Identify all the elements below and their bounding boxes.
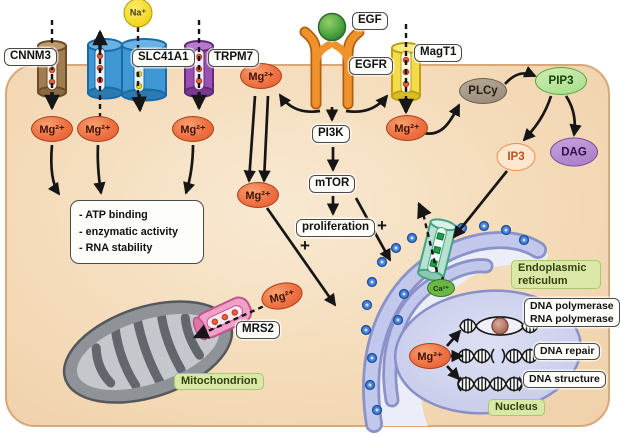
egfr-receptor <box>299 26 365 110</box>
cnnm3-label: CNNM3 <box>4 48 57 66</box>
mitochondrion-graphic <box>62 300 234 404</box>
ip3-node: IP3 <box>496 143 536 171</box>
dag-node: DAG <box>550 137 598 167</box>
egfr-label: EGFR <box>349 57 393 75</box>
positive-effect-sign: + <box>377 216 387 235</box>
slc41a1-label: SLC41A1 <box>132 49 195 67</box>
mg-ion-badge: Mg²⁺ <box>172 116 214 142</box>
dna-repair-graphic <box>457 347 539 365</box>
mg-ion-badge: Mg²⁺ <box>77 116 119 142</box>
mg-ion-badge: Mg²⁺ <box>240 63 282 89</box>
endoplasmic-reticulum-label: Endoplasmic reticulum <box>511 260 601 290</box>
mg-ion-badge: Mg²⁺ <box>31 116 73 142</box>
dna-repair-label: DNA repair <box>534 343 601 360</box>
plc-gamma-node: PLCy <box>459 78 507 104</box>
magt1-label: MagT1 <box>414 44 463 62</box>
na-ion-badge: Na⁺ <box>123 0 153 28</box>
egf-label: EGF <box>352 12 388 30</box>
dna-structure-label: DNA structure <box>523 371 606 388</box>
mg-ion-badge: Mg²⁺ <box>237 182 279 208</box>
positive-effect-sign: + <box>300 236 310 255</box>
trpm7-label: TRPM7 <box>208 49 259 67</box>
pi3k-label: PI3K <box>312 125 350 143</box>
pip3-node: PIP3 <box>535 67 587 95</box>
pathway-arrows <box>44 29 582 381</box>
dna-polymerase-graphic <box>459 316 539 336</box>
ca-ion-badge: Ca²⁺ <box>427 279 455 297</box>
mg-functions-box: - ATP binding - enzymatic activity - RNA… <box>70 200 204 265</box>
mtor-label: mTOR <box>309 175 356 193</box>
mg-ion-badge: Mg²⁺ <box>409 343 451 369</box>
mrs2-label: MRS2 <box>236 321 280 339</box>
mitochondrion-label: Mitochondrion <box>174 373 265 390</box>
polymerase-label: DNA polymerase RNA polymerase <box>524 298 620 328</box>
mg-ion-badge: Mg²⁺ <box>386 115 428 141</box>
egf-ligand <box>317 12 347 42</box>
proliferation-label: proliferation <box>296 219 376 237</box>
nucleus-label: Nucleus <box>488 399 545 416</box>
